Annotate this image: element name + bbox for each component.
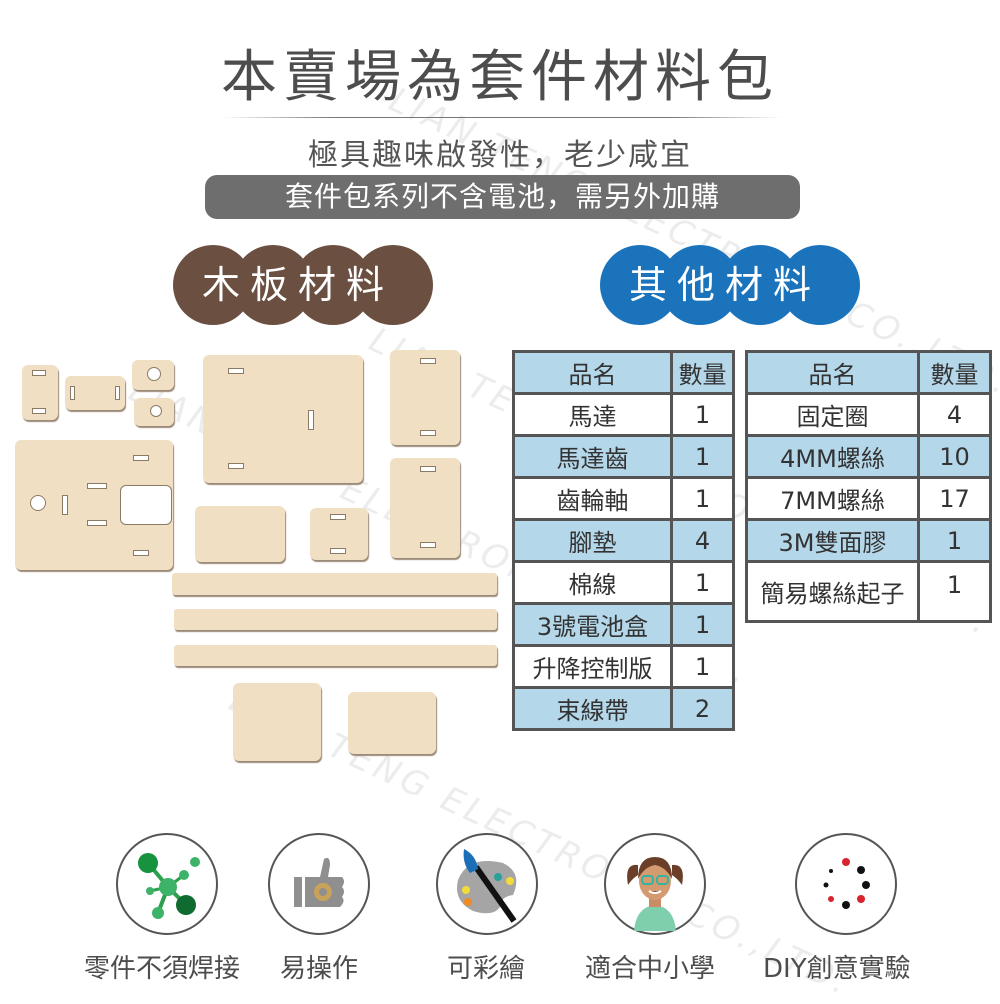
item-name: 齒輪軸 xyxy=(512,476,673,521)
item-qty: 1 xyxy=(917,518,992,563)
dots-circle-icon xyxy=(795,833,897,935)
feature-label-easy: 易操作 xyxy=(280,954,359,984)
battery-notice: 套件包系列不含電池，需另外加購 xyxy=(205,175,800,219)
item-qty: 1 xyxy=(917,560,992,623)
header-qty: 數量 xyxy=(670,350,735,395)
item-name: 固定圈 xyxy=(745,392,920,437)
feature-label-no-soldering: 零件不須焊接 xyxy=(84,954,241,984)
item-qty: 4 xyxy=(917,392,992,437)
item-name: 簡易螺絲起子 xyxy=(745,560,920,623)
header-qty: 數量 xyxy=(917,350,992,395)
item-qty: 1 xyxy=(670,434,735,479)
item-name: 束線帶 xyxy=(512,686,673,731)
item-qty: 2 xyxy=(670,686,735,731)
feature-label-students: 適合中小學 xyxy=(585,954,716,984)
header-name: 品名 xyxy=(512,350,673,395)
feature-label-paintable: 可彩繪 xyxy=(447,954,526,984)
item-name: 馬達 xyxy=(512,392,673,437)
item-qty: 1 xyxy=(670,392,735,437)
item-qty: 1 xyxy=(670,560,735,605)
item-name: 4MM螺絲 xyxy=(745,434,920,479)
item-qty: 1 xyxy=(670,476,735,521)
item-qty: 1 xyxy=(670,644,735,689)
divider xyxy=(222,117,782,118)
header-name: 品名 xyxy=(745,350,920,395)
item-name: 升降控制版 xyxy=(512,644,673,689)
item-name: 3號電池盒 xyxy=(512,602,673,647)
molecule-icon xyxy=(116,833,218,935)
item-name: 棉線 xyxy=(512,560,673,605)
other-materials-label: 其他材料 xyxy=(628,263,821,307)
item-name: 馬達齒 xyxy=(512,434,673,479)
item-qty: 1 xyxy=(670,602,735,647)
subtitle: 極具趣味啟發性，老少咸宜 xyxy=(308,138,692,173)
wood-materials-label: 木板材料 xyxy=(201,263,394,307)
item-qty: 4 xyxy=(670,518,735,563)
item-qty: 17 xyxy=(917,476,992,521)
page-title: 本賣場為套件材料包 xyxy=(221,45,779,110)
other-materials-badge: 其他材料 xyxy=(600,245,860,325)
paint-palette-icon xyxy=(436,833,538,935)
thumbs-up-gear-icon xyxy=(268,833,370,935)
wood-materials-badge: 木板材料 xyxy=(173,245,433,325)
feature-label-diy: DIY創意實驗 xyxy=(763,954,911,984)
item-qty: 10 xyxy=(917,434,992,479)
girl-avatar-icon xyxy=(604,833,706,935)
item-name: 7MM螺絲 xyxy=(745,476,920,521)
item-name: 腳墊 xyxy=(512,518,673,563)
item-name: 3M雙面膠 xyxy=(745,518,920,563)
